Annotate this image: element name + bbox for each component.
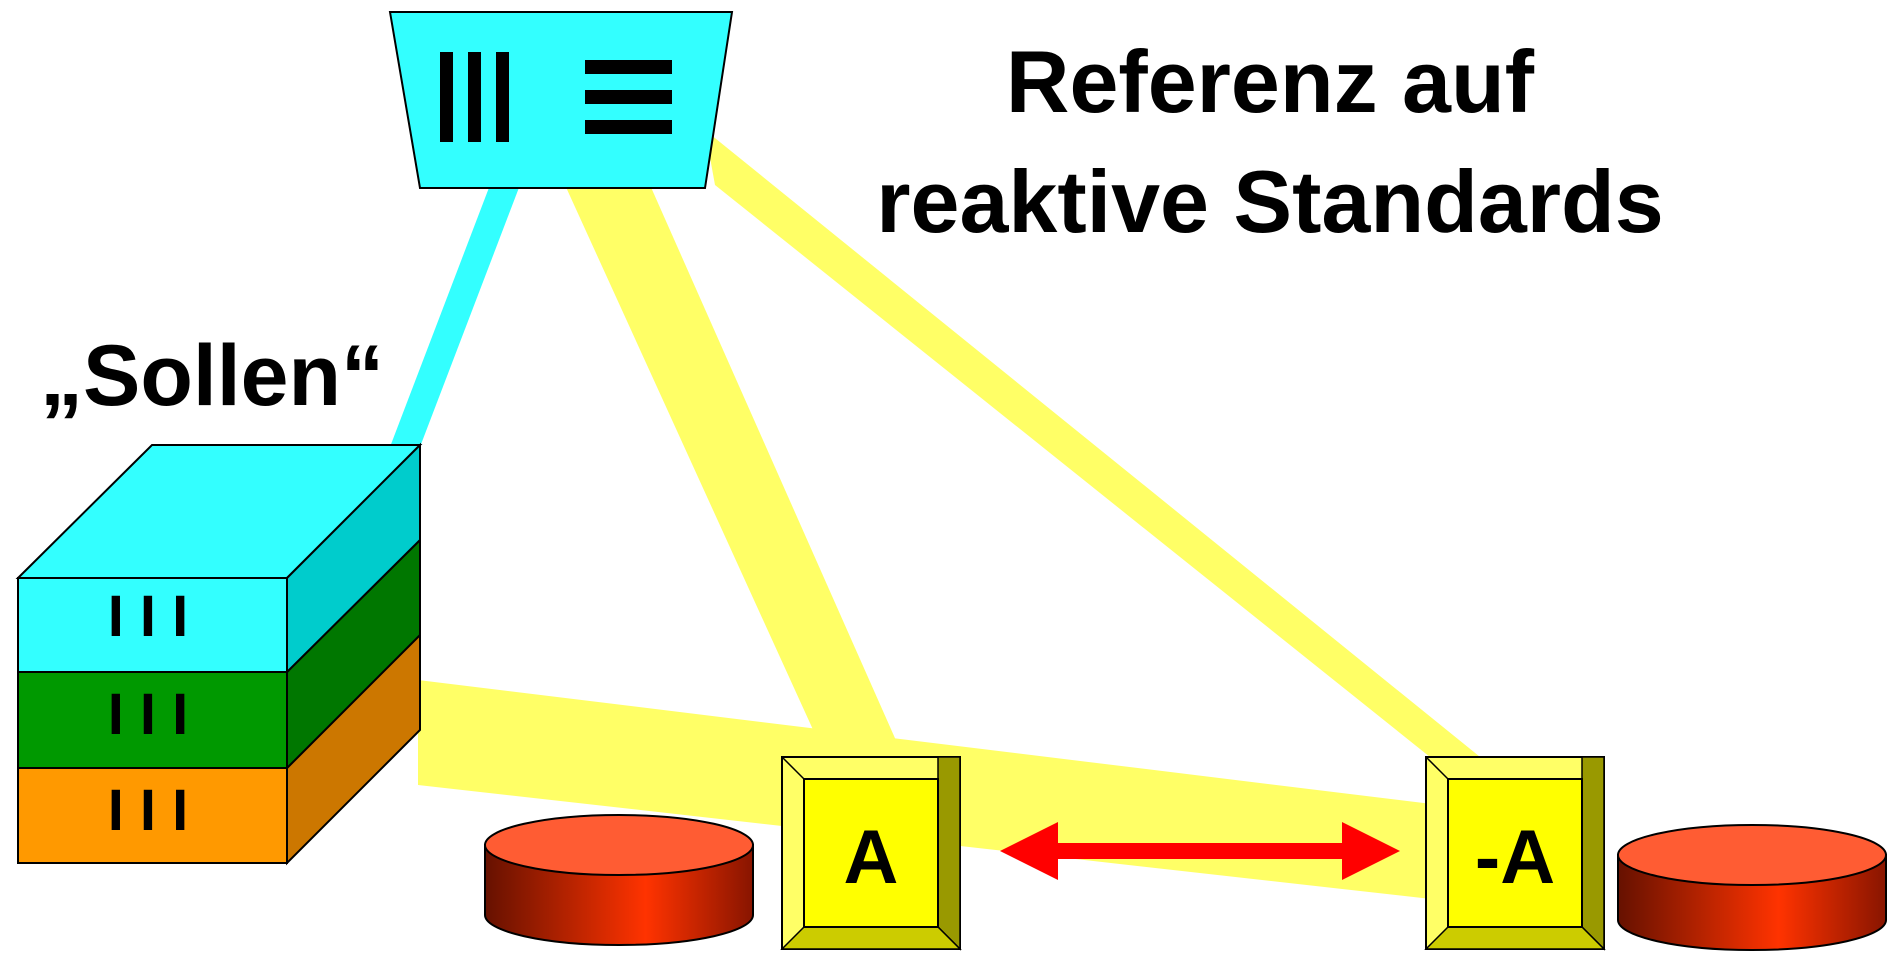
key-a: A (780, 756, 962, 951)
stack-layer-cyan: I I I (15, 442, 423, 675)
equiv-bar-2 (585, 90, 672, 104)
equiv-bar-3 (585, 120, 672, 134)
beam-norm-to-stack (385, 185, 520, 460)
beam-norm-to-a (565, 185, 898, 745)
title-line-2: reaktive Standards (876, 152, 1664, 251)
disk-right (1617, 824, 1887, 951)
disk-left (484, 814, 754, 946)
arrowhead-right (1342, 822, 1400, 880)
roman-three-bar-1 (440, 52, 453, 142)
stack-layer-orange: I I I (17, 632, 421, 866)
norm-box (388, 11, 734, 189)
arrowhead-left (1000, 822, 1058, 880)
stack-layer-green-label: I I I (108, 682, 189, 747)
equiv-bar-1 (585, 60, 672, 74)
roman-three-bar-3 (496, 52, 509, 142)
contradiction-arrow (1000, 822, 1400, 880)
title-line-1: Referenz auf (1006, 32, 1535, 131)
norm-stack: I I I I I I I I I (15, 442, 423, 866)
stack-layer-cyan-label: I I I (108, 584, 189, 649)
key-neg-a: -A (1424, 756, 1606, 951)
beam-norm-to-neg-a (705, 130, 1490, 765)
stack-layer-green: I I I (17, 537, 421, 771)
key-neg-a-label: -A (1475, 815, 1555, 900)
stack-layer-orange-label: I I I (108, 778, 189, 843)
sollen-label: „Sollen“ (40, 328, 384, 424)
roman-three-bar-2 (468, 52, 481, 142)
key-a-label: A (844, 815, 899, 900)
